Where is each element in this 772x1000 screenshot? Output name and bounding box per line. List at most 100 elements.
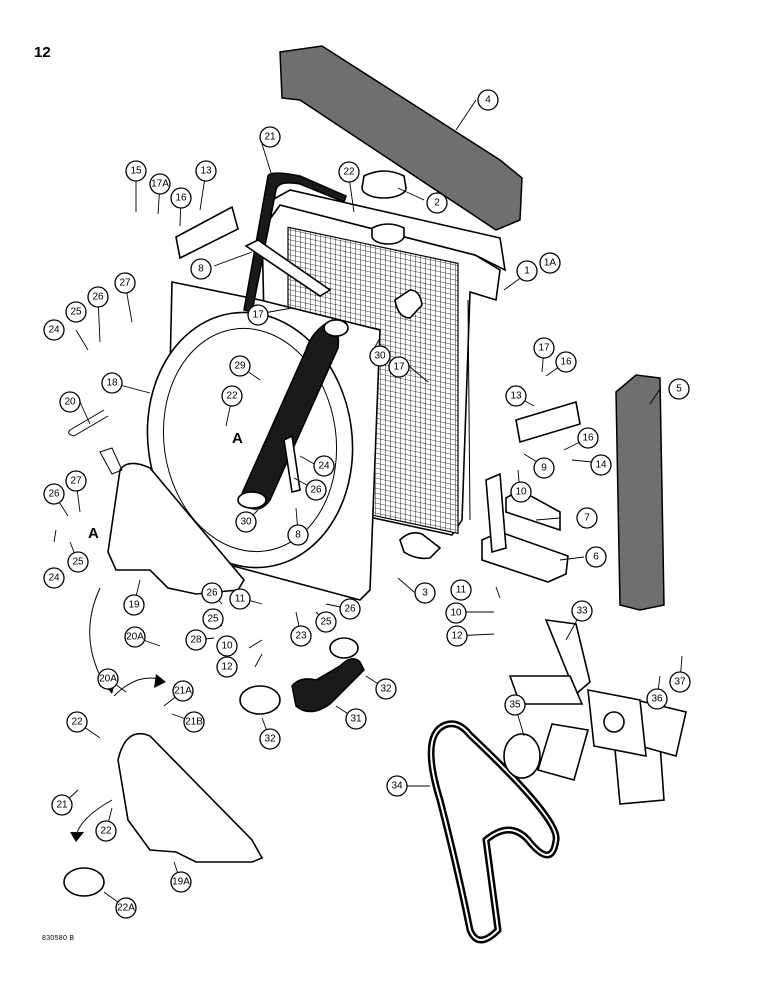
svg-text:29: 29 bbox=[234, 361, 246, 372]
callout-36: 36 bbox=[646, 688, 668, 710]
callout-27a: 27 bbox=[114, 272, 136, 294]
svg-text:10: 10 bbox=[221, 641, 233, 652]
svg-text:32: 32 bbox=[380, 684, 392, 695]
svg-text:26: 26 bbox=[92, 292, 104, 303]
svg-text:21: 21 bbox=[56, 800, 68, 811]
svg-text:14: 14 bbox=[595, 460, 607, 471]
callout-21B: 21B bbox=[183, 711, 205, 733]
callout-9: 9 bbox=[533, 457, 555, 479]
svg-text:1: 1 bbox=[524, 266, 530, 277]
callout-26e: 26 bbox=[339, 598, 361, 620]
svg-text:27: 27 bbox=[70, 476, 82, 487]
callout-35: 35 bbox=[504, 694, 526, 716]
svg-text:26: 26 bbox=[344, 604, 356, 615]
svg-text:32: 32 bbox=[264, 734, 276, 745]
callout-18: 18 bbox=[101, 372, 123, 394]
svg-text:26: 26 bbox=[310, 485, 322, 496]
foam-seal-side bbox=[615, 374, 665, 611]
callout-1a: 1A bbox=[539, 252, 561, 274]
svg-text:12: 12 bbox=[451, 631, 463, 642]
svg-text:9: 9 bbox=[541, 463, 547, 474]
callout-26a: 26 bbox=[87, 286, 109, 308]
callout-11b: 11 bbox=[229, 588, 251, 610]
svg-text:24: 24 bbox=[48, 325, 60, 336]
svg-text:8: 8 bbox=[198, 264, 204, 275]
svg-text:26: 26 bbox=[48, 489, 60, 500]
svg-text:17: 17 bbox=[538, 343, 550, 354]
svg-text:22: 22 bbox=[343, 167, 355, 178]
svg-text:11: 11 bbox=[456, 585, 467, 596]
radiator-cap bbox=[361, 170, 407, 245]
callout-25b: 25 bbox=[67, 551, 89, 573]
callout-20A-top: 20A bbox=[124, 626, 146, 648]
svg-text:5: 5 bbox=[676, 384, 682, 395]
svg-text:22: 22 bbox=[226, 391, 238, 402]
foam-seal-top bbox=[279, 45, 523, 231]
cooling-fan bbox=[508, 619, 687, 805]
svg-text:30: 30 bbox=[374, 351, 386, 362]
callout-16a: 16 bbox=[170, 187, 192, 209]
svg-text:16: 16 bbox=[175, 193, 187, 204]
svg-text:8: 8 bbox=[295, 530, 301, 541]
callout-34: 34 bbox=[386, 775, 408, 797]
svg-text:4: 4 bbox=[485, 95, 491, 106]
callout-1: 1 bbox=[516, 260, 538, 282]
callout-12b: 12 bbox=[216, 656, 238, 678]
svg-text:21: 21 bbox=[264, 132, 276, 143]
svg-text:10: 10 bbox=[450, 608, 462, 619]
recovery-tank-alt bbox=[117, 732, 264, 863]
svg-text:15: 15 bbox=[130, 166, 142, 177]
callout-13a: 13 bbox=[195, 160, 217, 182]
svg-text:12: 12 bbox=[221, 662, 233, 673]
callout-21: 21 bbox=[259, 126, 281, 148]
svg-text:37: 37 bbox=[674, 677, 686, 688]
clip bbox=[68, 409, 109, 437]
svg-text:26: 26 bbox=[206, 588, 218, 599]
callout-2: 2 bbox=[426, 192, 448, 214]
callout-26b: 26 bbox=[305, 479, 327, 501]
svg-text:25: 25 bbox=[70, 307, 82, 318]
callout-10a: 10 bbox=[510, 481, 532, 503]
callout-11a: 11 bbox=[450, 579, 472, 601]
svg-text:1A: 1A bbox=[544, 258, 557, 269]
callout-20A: 20A bbox=[97, 668, 119, 690]
svg-text:28: 28 bbox=[190, 635, 202, 646]
section-marker-a-lower: A bbox=[88, 525, 99, 542]
svg-text:17: 17 bbox=[252, 310, 264, 321]
svg-text:20A: 20A bbox=[99, 674, 117, 685]
svg-text:19: 19 bbox=[128, 600, 140, 611]
callout-30a: 30 bbox=[369, 345, 391, 367]
page-number: 12 bbox=[34, 44, 51, 61]
callout-7: 7 bbox=[576, 507, 598, 529]
callout-25c: 25 bbox=[202, 608, 224, 630]
svg-text:27: 27 bbox=[119, 278, 131, 289]
callout-17a: 17 bbox=[247, 304, 269, 326]
svg-text:16: 16 bbox=[582, 433, 594, 444]
callout-24c: 24 bbox=[43, 567, 65, 589]
svg-text:6: 6 bbox=[593, 552, 599, 563]
svg-text:31: 31 bbox=[350, 714, 362, 725]
callout-16c: 16 bbox=[577, 427, 599, 449]
callout-5: 5 bbox=[668, 378, 690, 400]
callout-13b: 13 bbox=[505, 385, 527, 407]
callout-15: 15 bbox=[125, 160, 147, 182]
callout-24a: 24 bbox=[43, 319, 65, 341]
callout-25a: 25 bbox=[65, 301, 87, 323]
callout-33: 33 bbox=[571, 600, 593, 622]
callout-6: 6 bbox=[585, 546, 607, 568]
callout-17c: 17 bbox=[388, 356, 410, 378]
callout-22A: 22A bbox=[115, 897, 137, 919]
svg-text:34: 34 bbox=[391, 781, 403, 792]
callout-19A: 19A bbox=[170, 871, 192, 893]
svg-text:25: 25 bbox=[320, 617, 332, 628]
svg-text:20A: 20A bbox=[126, 632, 144, 643]
callout-22c: 22 bbox=[66, 711, 88, 733]
callout-28: 28 bbox=[185, 629, 207, 651]
callout-3: 3 bbox=[414, 582, 436, 604]
tank-hose-clamp bbox=[63, 867, 105, 897]
svg-text:20: 20 bbox=[64, 397, 76, 408]
bracket-top-left bbox=[175, 205, 239, 260]
section-marker-a-upper: A bbox=[232, 430, 243, 447]
drawing-code: 830580 B bbox=[42, 935, 75, 942]
svg-text:21A: 21A bbox=[174, 686, 192, 697]
